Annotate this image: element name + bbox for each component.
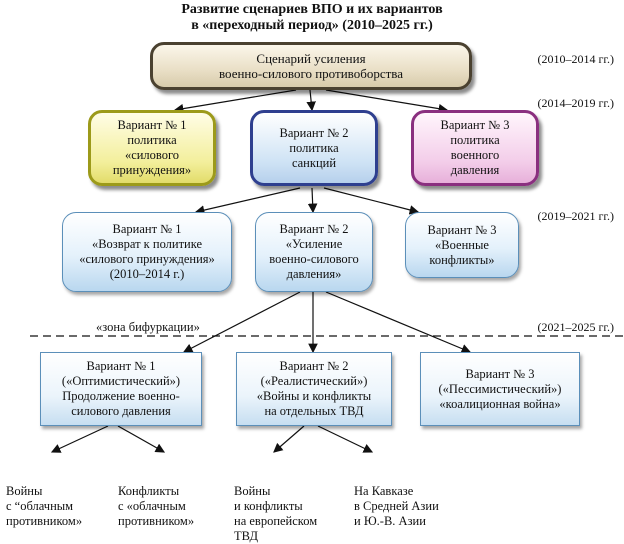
level5-doc-3-text: Войны и конфликты на европейском ТВД	[234, 484, 318, 543]
arrow-l3-l4-v3	[325, 291, 472, 354]
level2-variant-3: Вариант № 3 политика военного давления	[411, 110, 539, 186]
level4-variant-1: Вариант № 1 («Оптимистический») Продолже…	[40, 352, 202, 426]
level3-variant-2: Вариант № 2 «Усиление военно-силового да…	[255, 212, 373, 292]
level2-variant-1: Вариант № 1 политика «силового принужден…	[88, 110, 216, 186]
arrow-root-v1	[173, 89, 297, 114]
level3-variant-3: Вариант № 3 «Военные конфликты»	[405, 212, 519, 278]
arrow-l4v2-l5a	[273, 425, 305, 453]
level5-doc-3: Войны и конфликты на европейском ТВД	[227, 449, 341, 543]
arrow-root-v3	[325, 89, 449, 114]
arrow-l4v1-l5b	[117, 425, 166, 453]
level5-doc-2-text: Конфликты с «облачным противником»	[118, 484, 195, 528]
level4-variant-3: Вариант № 3 («Пессимистический») «коалиц…	[420, 352, 580, 426]
level5-doc-4: На Кавказе в Средней Азии и Ю.-В. Азии	[347, 449, 461, 528]
arrow-l2-l3-v3	[323, 187, 420, 215]
level2-variant-2: Вариант № 2 политика санкций	[250, 110, 378, 186]
root-scenario-box: Сценарий усиления военно-силового против…	[150, 42, 472, 90]
level4-variant-2: Вариант № 2 («Реалистический») «Войны и …	[236, 352, 392, 426]
period-2019-2021: (2019–2021 гг.)	[537, 209, 614, 223]
arrow-l3-l4-v1	[182, 291, 301, 353]
period-2014-2019: (2014–2019 гг.)	[537, 96, 614, 110]
level5-doc-1: Войны с “облачным противником»	[0, 449, 105, 528]
level5-doc-2: Конфликты с «облачным противником»	[111, 449, 225, 528]
level5-doc-1-text: Войны с “облачным противником»	[6, 484, 83, 528]
arrow-l2-l3-v2	[307, 187, 318, 214]
arrow-root-v2	[306, 89, 316, 112]
diagram-title: Развитие сценариев ВПО и их вариантов в …	[0, 2, 624, 34]
period-2021-2025: (2021–2025 гг.)	[537, 320, 614, 334]
level3-variant-1: Вариант № 1 «Возврат к политике «силовог…	[62, 212, 232, 292]
period-2010-2014: (2010–2014 гг.)	[537, 52, 614, 66]
arrow-l2-l3-v1	[194, 187, 301, 215]
arrow-l4v2-l5b	[317, 425, 374, 453]
bifurcation-zone-label: «зона бифуркации»	[96, 320, 200, 334]
arrow-l4v1-l5a	[50, 425, 109, 453]
title-line-2: в «переходный период» (2010–2025 гг.)	[191, 18, 433, 33]
title-line-1: Развитие сценариев ВПО и их вариантов	[181, 2, 443, 17]
connector-lines	[30, 89, 624, 453]
